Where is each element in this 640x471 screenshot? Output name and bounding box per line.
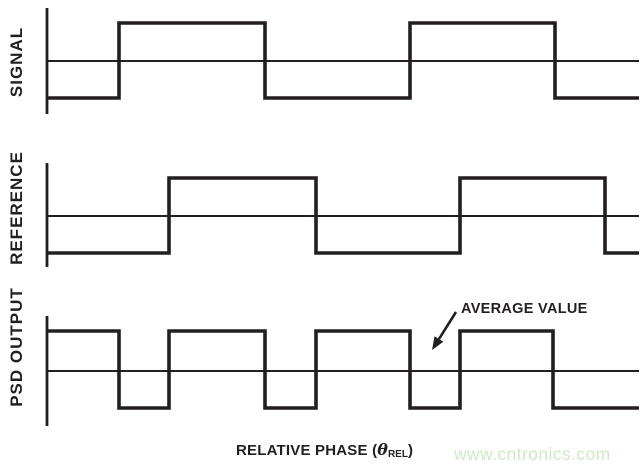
theta-symbol: θ bbox=[377, 440, 388, 459]
reference-axis-label: REFERENCE bbox=[7, 151, 26, 265]
signal-waveform bbox=[47, 21, 639, 100]
x-axis-label-close-paren: ) bbox=[407, 442, 414, 459]
theta-subscript: REL bbox=[387, 449, 408, 460]
average-value-arrow bbox=[432, 311, 458, 350]
psd-axis-label: PSD OUTPUT bbox=[7, 287, 26, 407]
x-axis-label-text: RELATIVE PHASE ( bbox=[236, 442, 378, 459]
psd-panel bbox=[45, 316, 639, 426]
signal-panel bbox=[45, 8, 639, 114]
signal-axis-label: SIGNAL bbox=[7, 26, 26, 98]
reference-waveform bbox=[47, 176, 639, 255]
arrow-shaft bbox=[437, 311, 458, 340]
watermark: www.cntronics.com bbox=[454, 444, 611, 464]
average-value-label: AVERAGE VALUE bbox=[461, 301, 588, 317]
reference-panel bbox=[45, 163, 639, 267]
arrow-head-icon bbox=[432, 336, 444, 350]
x-axis-label: RELATIVE PHASE (θREL) bbox=[236, 440, 413, 460]
psd-waveform bbox=[47, 329, 639, 410]
